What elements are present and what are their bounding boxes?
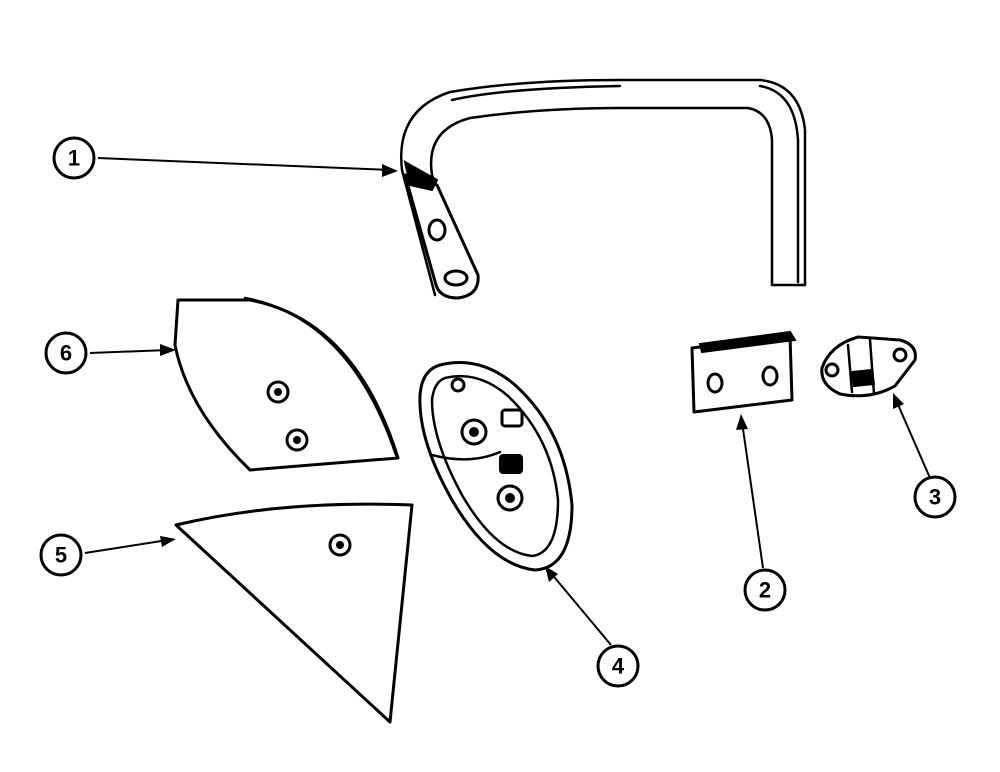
callout-2: 2 xyxy=(743,568,787,612)
callout-4: 4 xyxy=(596,644,640,688)
leader-6 xyxy=(89,344,176,356)
part-5-pad xyxy=(174,502,414,724)
callout-2-label: 2 xyxy=(759,578,771,603)
callout-5-label: 5 xyxy=(55,543,67,568)
callout-5: 5 xyxy=(39,533,83,577)
callout-4-label: 4 xyxy=(612,654,625,679)
callout-1-label: 1 xyxy=(68,146,80,171)
part-1-handle xyxy=(399,78,807,300)
part-4-bracket xyxy=(418,361,574,572)
callout-3-label: 3 xyxy=(929,485,941,510)
callout-6-label: 6 xyxy=(60,341,72,366)
leader-5 xyxy=(84,536,176,554)
leader-1 xyxy=(97,157,398,177)
callout-6: 6 xyxy=(44,331,88,375)
part-2-plate xyxy=(690,330,797,414)
part-6-pad xyxy=(173,296,400,472)
part-3-striker xyxy=(820,335,917,398)
callout-1: 1 xyxy=(52,136,96,180)
callout-3: 3 xyxy=(913,475,957,519)
leader-3 xyxy=(893,393,931,479)
leader-4 xyxy=(545,566,612,646)
leader-2 xyxy=(736,414,764,569)
